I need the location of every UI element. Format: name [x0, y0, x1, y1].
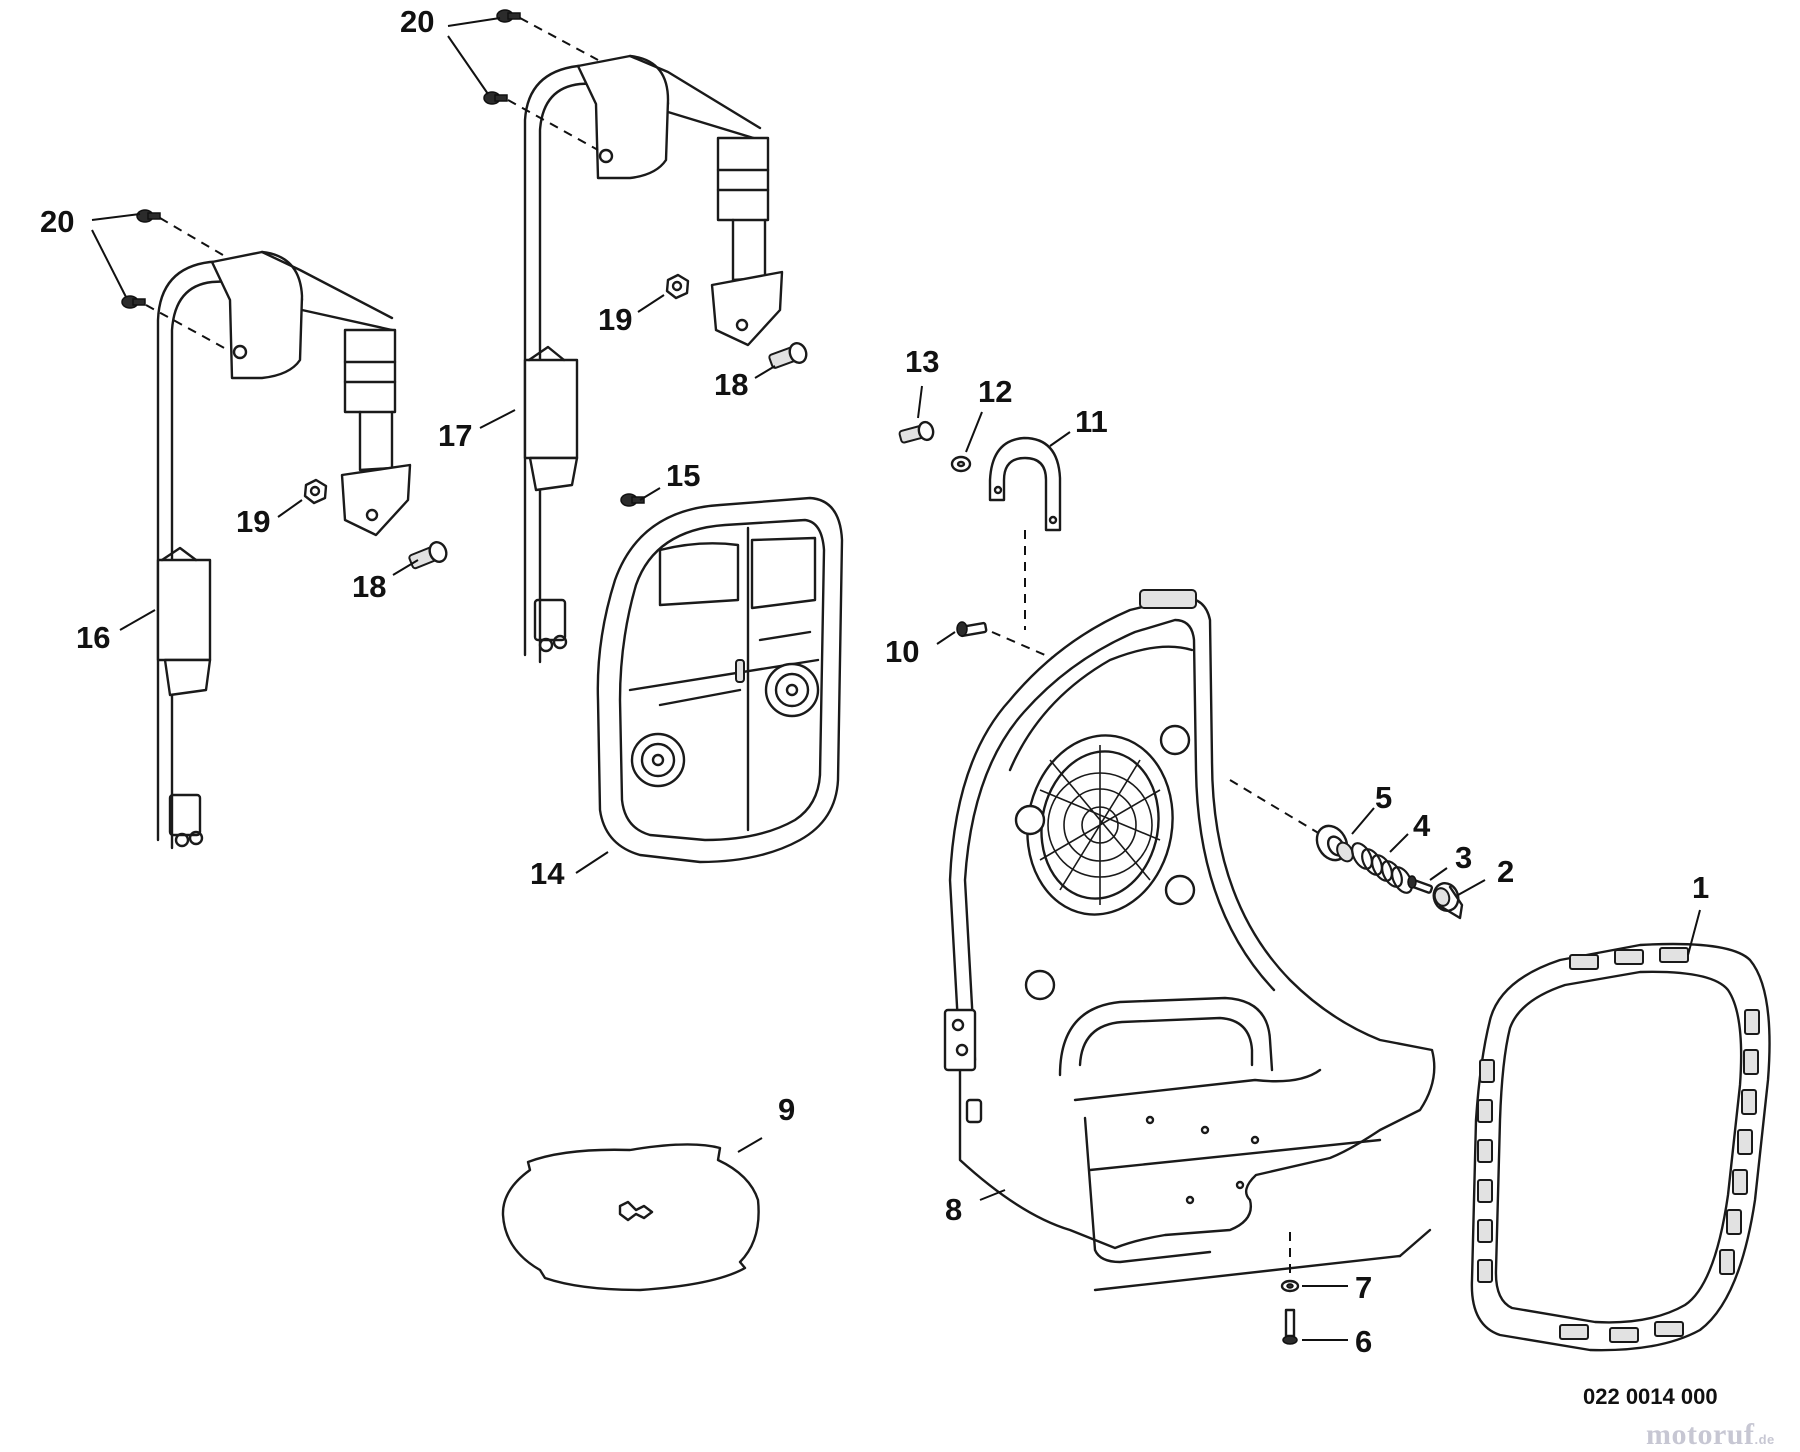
bolt-18-right [768, 342, 808, 369]
callout-labels: 20 20 19 19 18 18 16 17 14 15 13 12 11 1… [40, 4, 1709, 1359]
callout-2: 2 [1497, 854, 1514, 889]
drawing-code: 022 0014 000 [1583, 1384, 1718, 1409]
callout-14: 14 [530, 856, 565, 891]
screw-6 [1282, 1308, 1298, 1345]
clamp-11 [988, 436, 1062, 532]
callout-8: 8 [945, 1192, 962, 1227]
washer-7 [1280, 1279, 1300, 1293]
callout-9: 9 [778, 1092, 795, 1127]
callout-5: 5 [1375, 780, 1392, 815]
back-plate-frame [943, 589, 1436, 1292]
screw-15 [620, 493, 645, 507]
watermark-logo: motoruf.de [1646, 1418, 1775, 1452]
callout-11: 11 [1075, 404, 1108, 439]
shoulder-strap-left [156, 250, 412, 850]
watermark-text: motoruf [1646, 1418, 1755, 1451]
screw-20-set-left [121, 209, 229, 351]
washer-12 [950, 455, 972, 473]
callout-20a: 20 [40, 204, 74, 239]
shoulder-strap-right [523, 54, 784, 664]
assembly-line-spring [1229, 779, 1331, 841]
leader-lines [91, 17, 1701, 1341]
cap-2 [1432, 882, 1464, 920]
callout-13: 13 [905, 344, 939, 379]
callout-19a: 19 [236, 504, 270, 539]
screw-10 [956, 621, 988, 638]
callout-3: 3 [1455, 840, 1472, 875]
nut-19-left [303, 478, 328, 505]
cover-ring-1 [1470, 942, 1771, 1352]
nut-19-right [665, 273, 690, 300]
callout-18a: 18 [352, 569, 386, 604]
callout-12: 12 [978, 374, 1012, 409]
watermark-tld: .de [1754, 1432, 1775, 1447]
grommet-5 [1315, 824, 1354, 863]
callout-6: 6 [1355, 1324, 1372, 1359]
callout-19b: 19 [598, 302, 632, 337]
gasket-disc-9 [501, 1143, 760, 1292]
callout-17: 17 [438, 418, 472, 453]
screw-13 [898, 420, 935, 444]
callout-16: 16 [76, 620, 110, 655]
spring-4 [1351, 842, 1413, 894]
back-pad [596, 496, 844, 864]
screw-20-set-right [483, 9, 599, 151]
callout-7: 7 [1355, 1270, 1372, 1305]
callout-1: 1 [1692, 870, 1709, 905]
callout-10: 10 [885, 634, 919, 669]
callout-18b: 18 [714, 367, 748, 402]
pin-3 [1407, 875, 1434, 894]
callout-15: 15 [666, 458, 700, 493]
callout-4: 4 [1413, 808, 1431, 843]
bolt-18-left [408, 541, 448, 570]
callout-20b: 20 [400, 4, 434, 39]
